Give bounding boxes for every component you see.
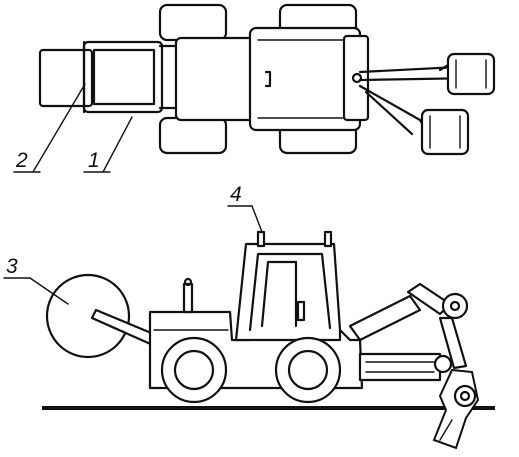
side-ripper-tool	[432, 368, 480, 450]
side-cable-drum	[45, 273, 131, 359]
top-small-wheel-lower	[420, 108, 470, 156]
top-wheel-front-left	[158, 3, 228, 42]
side-rear-wheel	[274, 336, 342, 404]
top-wheel-front-right	[158, 116, 228, 155]
callout-4-label: 4	[230, 183, 242, 206]
top-drum-block	[38, 48, 94, 108]
side-cab	[234, 230, 342, 342]
callout-3-label: 3	[6, 255, 18, 278]
top-small-wheel-upper	[446, 52, 496, 96]
callout-2-label: 2	[15, 149, 28, 172]
callout-3: 3	[3, 255, 69, 305]
top-tractor-body	[174, 26, 370, 132]
exhaust-pipe	[182, 282, 194, 314]
side-front-wheel	[160, 336, 228, 404]
top-view	[38, 3, 496, 156]
callout-2: 2	[13, 83, 86, 173]
callout-1: 1	[83, 116, 133, 173]
callout-4: 4	[227, 183, 263, 233]
top-drum-frame	[82, 40, 182, 114]
side-rear-linkage	[348, 282, 469, 382]
side-view	[42, 230, 495, 450]
callout-1-label: 1	[88, 149, 100, 172]
